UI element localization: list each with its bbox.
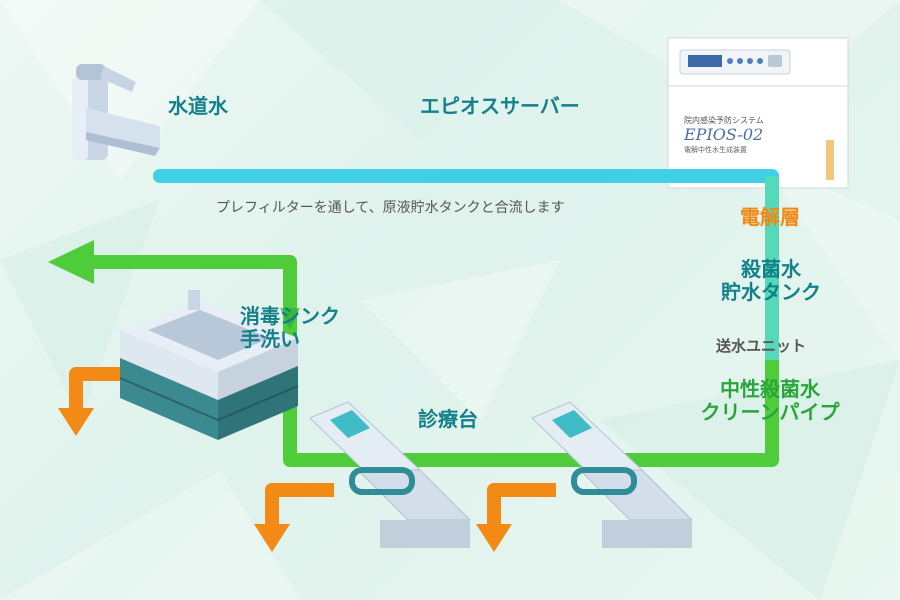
flow-arrow-icon — [48, 240, 94, 284]
label-sterile-tank: 殺菌水 貯水タンク — [706, 258, 836, 304]
label-electrolysis-layer: 電解層 — [740, 205, 800, 229]
epios-device — [667, 37, 849, 189]
drain-arrow-icon — [476, 524, 512, 552]
device-model: EPIOS-02 — [683, 125, 763, 144]
label-prefilter-note: プレフィルターを通して、原液貯水タンクと合流します — [216, 200, 565, 216]
label-sterile-tank-line1: 殺菌水 — [741, 257, 801, 281]
label-neutral-line2: クリーンパイプ — [700, 400, 840, 424]
dental-chair-icon — [309, 401, 472, 548]
label-sterile-tank-line2: 貯水タンク — [721, 280, 821, 304]
label-sink: 消毒シンク 手洗い — [240, 305, 340, 351]
drain-arrow-heads — [58, 408, 512, 552]
clean-pipe — [90, 255, 779, 467]
label-pump-unit: 送水ユニット — [716, 337, 807, 355]
device-subtitle: 電解中性水生成装置 — [684, 145, 747, 154]
label-neutral-water: 中性殺菌水 クリーンパイプ — [690, 378, 850, 424]
sink-icon — [119, 290, 299, 440]
drain-arrows — [69, 367, 556, 528]
label-dental-chair: 診療台 — [418, 407, 478, 431]
label-sink-line1: 消毒シンク — [240, 304, 340, 328]
device-brand-small: 院内感染予防システム — [684, 115, 764, 125]
drain-arrow-icon — [254, 524, 290, 552]
label-epios-server: エピオスサーバー — [420, 94, 580, 118]
flow-direction-icon — [280, 308, 300, 330]
label-tap-water: 水道水 — [168, 94, 228, 118]
label-neutral-line1: 中性殺菌水 — [720, 377, 820, 401]
label-sink-line2: 手洗い — [240, 327, 300, 351]
dental-chair-icon — [531, 401, 694, 548]
faucet-icon — [72, 64, 160, 160]
drain-arrow-icon — [58, 408, 94, 436]
